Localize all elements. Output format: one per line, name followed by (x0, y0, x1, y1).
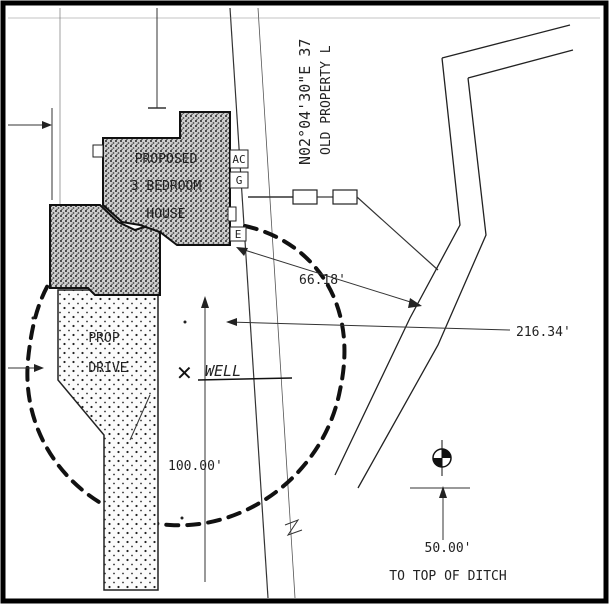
benchmark-icon-quadrant (433, 458, 442, 467)
arrow-head (34, 364, 44, 372)
stray-mark (180, 516, 184, 520)
house-detail-box (227, 206, 237, 222)
house-detail-box (92, 144, 104, 158)
house-label-line1: PROPOSED (135, 152, 198, 167)
ac-box (229, 149, 249, 169)
arrow-head (236, 247, 248, 256)
sewer-line (356, 196, 439, 271)
driveway-line (129, 394, 151, 441)
property-line-secondary (257, 7, 296, 599)
ditch-label: TO TOP OF DITCH (389, 569, 506, 584)
house-block (102, 111, 231, 246)
well-radius-circle (25, 224, 347, 528)
g-label: G (236, 174, 243, 187)
house-label-line3: HOUSE (146, 207, 185, 222)
arrow-head (226, 318, 237, 326)
septic-tank (292, 189, 318, 205)
dimension-line-66 (237, 247, 421, 306)
old-property-label: OLD PROPERTY L (319, 45, 334, 155)
well-label: WELL (205, 362, 241, 380)
septic-tank (332, 189, 358, 205)
g-box (229, 171, 249, 189)
well-x-mark: ✕ (176, 361, 193, 385)
break-mark (284, 518, 303, 536)
e-label: E (235, 228, 242, 241)
house-label-line2: 3 BEDROOM (131, 179, 202, 194)
property-line (229, 7, 269, 599)
stray-mark (31, 316, 35, 320)
benchmark-icon-quadrant (442, 449, 451, 458)
drive-label-line1: PROP (88, 331, 119, 346)
dimension-label-100: 100.00' (168, 459, 223, 474)
drive-label-line2: DRIVE (88, 361, 127, 376)
garage-block (49, 204, 161, 296)
dimension-label-216: 216.34' (516, 325, 571, 340)
ac-label: AC (232, 153, 245, 166)
dimension-label-50: 50.00' (425, 541, 472, 556)
stray-mark (183, 320, 187, 324)
ditch-inner-bank (357, 49, 574, 489)
arrow-head (408, 298, 422, 308)
well-underline (197, 377, 293, 381)
dimension-label-66: 66.18' (299, 273, 346, 288)
e-box (229, 226, 247, 242)
arrow-head (42, 121, 52, 129)
ditch-outer-bank (334, 24, 571, 476)
bearing-label: N02°04'30"E 37 (296, 39, 314, 165)
arrow-head (439, 486, 447, 498)
dimension-line-216 (227, 321, 511, 331)
arrow-head (201, 296, 209, 308)
